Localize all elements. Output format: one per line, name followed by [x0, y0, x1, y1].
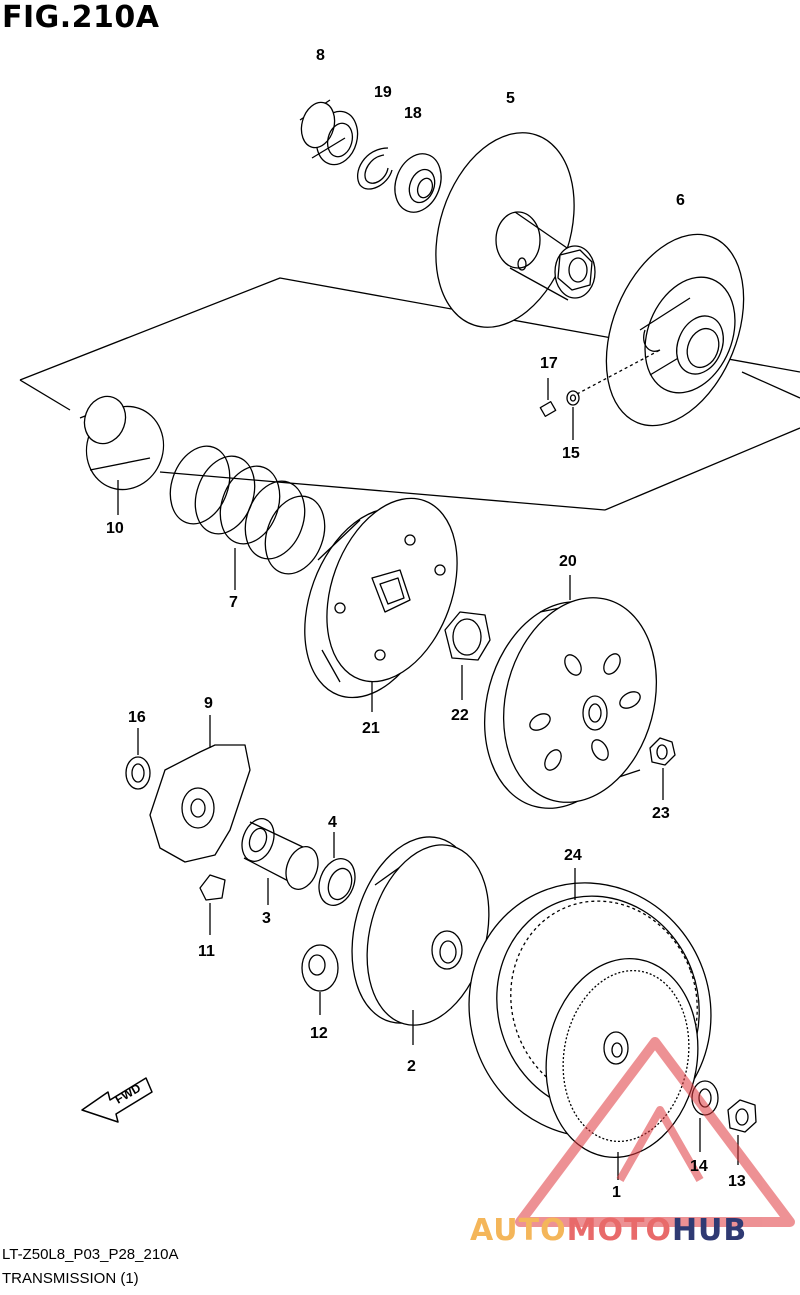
- part-15-collar: [566, 390, 580, 440]
- callout-17: 17: [540, 355, 558, 372]
- callout-8: 8: [316, 47, 325, 64]
- subassembly-outline-right: [604, 427, 800, 511]
- callout-4: 4: [328, 814, 337, 831]
- callout-14: 14: [690, 1158, 708, 1175]
- callout-1: 1: [612, 1184, 621, 1201]
- figure-title: FIG.210A: [2, 0, 160, 35]
- part-7-spring: [169, 445, 326, 590]
- callout-19: 19: [374, 84, 392, 101]
- callout-24: 24: [564, 847, 582, 864]
- part-3-spacer: [241, 818, 319, 905]
- watermark-logo: [515, 1037, 795, 1227]
- subassembly-outline-bottom: [19, 379, 71, 411]
- fwd-direction-arrow: [81, 1077, 153, 1123]
- part-10-sleeve: [79, 395, 165, 515]
- part-20-clutch-housing: [483, 575, 658, 809]
- callout-3: 3: [262, 910, 271, 927]
- watermark-text-hub: HUB: [671, 1213, 748, 1248]
- part-9-cam-plate: [149, 715, 251, 863]
- part-23-flange-nut: [649, 737, 676, 800]
- callout-10: 10: [106, 520, 124, 537]
- callout-6: 6: [676, 192, 685, 209]
- callout-13: 13: [728, 1173, 746, 1190]
- part-5-drive-face: [435, 132, 596, 328]
- callout-18: 18: [404, 105, 422, 122]
- callout-22: 22: [451, 707, 469, 724]
- part-2-driven-face: [351, 836, 490, 1045]
- callout-9: 9: [204, 695, 213, 712]
- footer-diagram-code: LT-Z50L8_P03_P28_210A: [2, 1246, 179, 1263]
- part-4-ring: [318, 832, 356, 906]
- part-17-pin: [539, 378, 557, 417]
- watermark-text-moto: MOTO: [566, 1213, 672, 1248]
- callout-12: 12: [310, 1025, 328, 1042]
- callout-15: 15: [562, 445, 580, 462]
- part-8-needle-bearing: [299, 99, 359, 166]
- part-22-nut: [444, 611, 491, 700]
- part-12-bush: [301, 944, 339, 1015]
- part-21-clutch-carrier: [304, 497, 458, 712]
- callout-20: 20: [559, 553, 577, 570]
- watermark-text-auto: AUTO: [470, 1213, 567, 1248]
- part-11-clip: [199, 874, 226, 935]
- callout-23: 23: [652, 805, 670, 822]
- callout-21: 21: [362, 720, 380, 737]
- callout-2: 2: [407, 1058, 416, 1075]
- part-18-bearing: [394, 153, 442, 213]
- part-19-circlip: [357, 147, 393, 190]
- footer-diagram-title: TRANSMISSION (1): [2, 1270, 139, 1287]
- callout-11: 11: [198, 943, 215, 960]
- part-16-washer: [125, 728, 151, 790]
- callout-7: 7: [229, 594, 238, 611]
- callout-labels: 8 19 18 5 6 17 15 10 7 20 21 22 16 9 23 …: [106, 47, 746, 1201]
- watermark-text: AUTOMOTOHUB: [470, 1213, 747, 1248]
- part-6-movable-drive-face: [576, 233, 745, 427]
- callout-16: 16: [128, 709, 146, 726]
- callout-5: 5: [506, 90, 515, 107]
